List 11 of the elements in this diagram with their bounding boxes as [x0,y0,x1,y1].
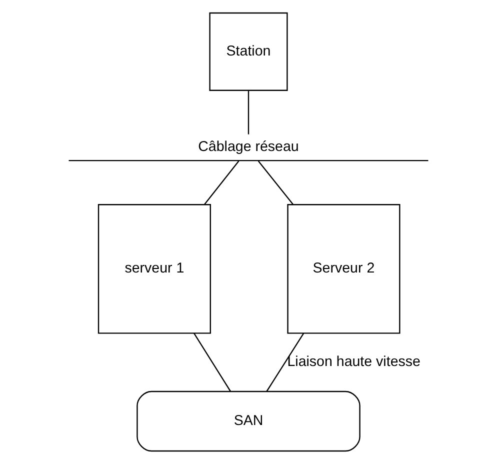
connector [204,160,240,205]
connector [194,332,231,392]
connector [266,332,304,392]
node-box: SAN [136,390,360,452]
connector [248,90,250,134]
edge-label: Liaison haute vitesse [287,354,420,370]
node-text: Câblage réseau [198,139,299,156]
connector [258,160,294,205]
node-box: Station [209,12,288,91]
node-box: Serveur 2 [287,204,400,334]
node-box: serveur 1 [98,204,211,334]
